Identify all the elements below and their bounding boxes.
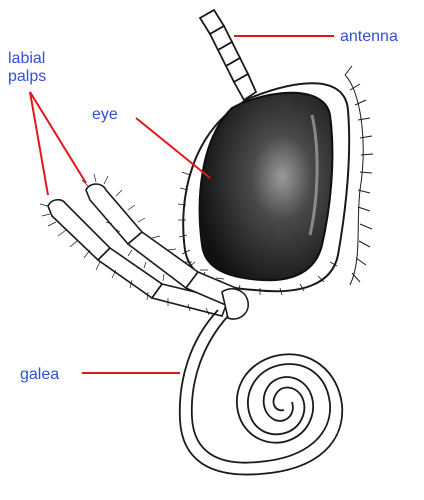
galea-label: galea	[20, 366, 59, 383]
antenna-label: antenna	[340, 28, 398, 45]
eye-label: eye	[92, 106, 118, 123]
galea-proboscis	[180, 310, 342, 475]
labial-palps-label-line1: labial	[8, 50, 45, 67]
antenna-segments	[200, 10, 256, 100]
head-back-outline	[345, 66, 373, 285]
labial-palps-label-line2: palps	[8, 68, 46, 85]
eye-leader	[136, 118, 210, 178]
